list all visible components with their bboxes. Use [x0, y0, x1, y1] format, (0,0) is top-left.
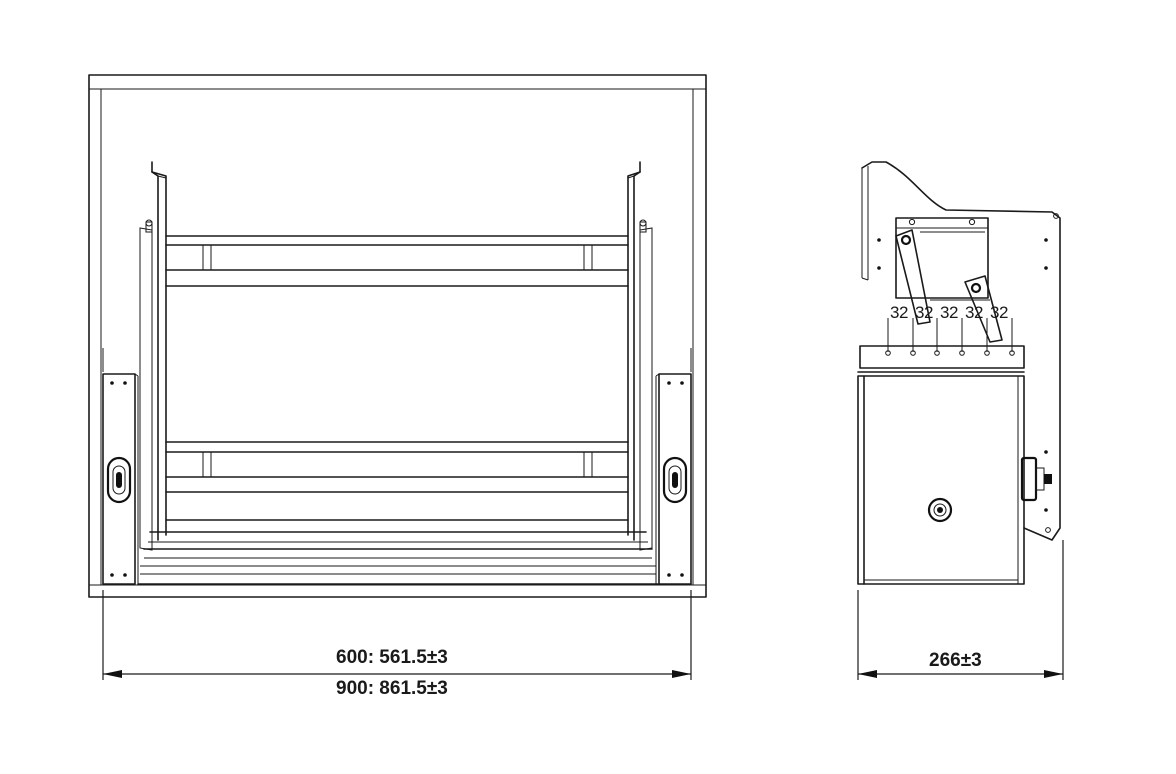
- front-view: [88, 74, 707, 680]
- side-view: [857, 161, 1064, 680]
- dimension-depth-label: 266±3: [929, 650, 982, 671]
- width-dimension: [102, 590, 692, 680]
- hole-pitch-label: 32: [890, 303, 908, 322]
- hole-pitch-label: 32: [990, 303, 1008, 322]
- hole-pitch-ticks: [887, 318, 1013, 352]
- right-mechanism: [655, 348, 692, 585]
- dimension-900-label: 900: 861.5±3: [336, 678, 448, 699]
- hole-pitch-label: 32: [915, 303, 933, 322]
- right-lift-arm: [627, 161, 653, 551]
- side-bracket: [861, 161, 1061, 541]
- mounting-rail: [859, 345, 1025, 369]
- hole-pitch-label: 32: [965, 303, 983, 322]
- hole-pitch-label: 32: [940, 303, 958, 322]
- basket-base: [137, 531, 659, 585]
- left-lift-arm: [139, 161, 167, 551]
- left-mechanism: [102, 348, 139, 585]
- dimension-600-label: 600: 561.5±3: [336, 647, 448, 668]
- linkage-block: [895, 217, 1003, 343]
- depth-dimension: [857, 540, 1064, 680]
- side-knob: [1020, 456, 1052, 502]
- upper-shelf: [165, 235, 629, 287]
- lower-shelf: [165, 441, 629, 521]
- cabinet-frame: [88, 74, 707, 598]
- side-housing: [857, 371, 1025, 585]
